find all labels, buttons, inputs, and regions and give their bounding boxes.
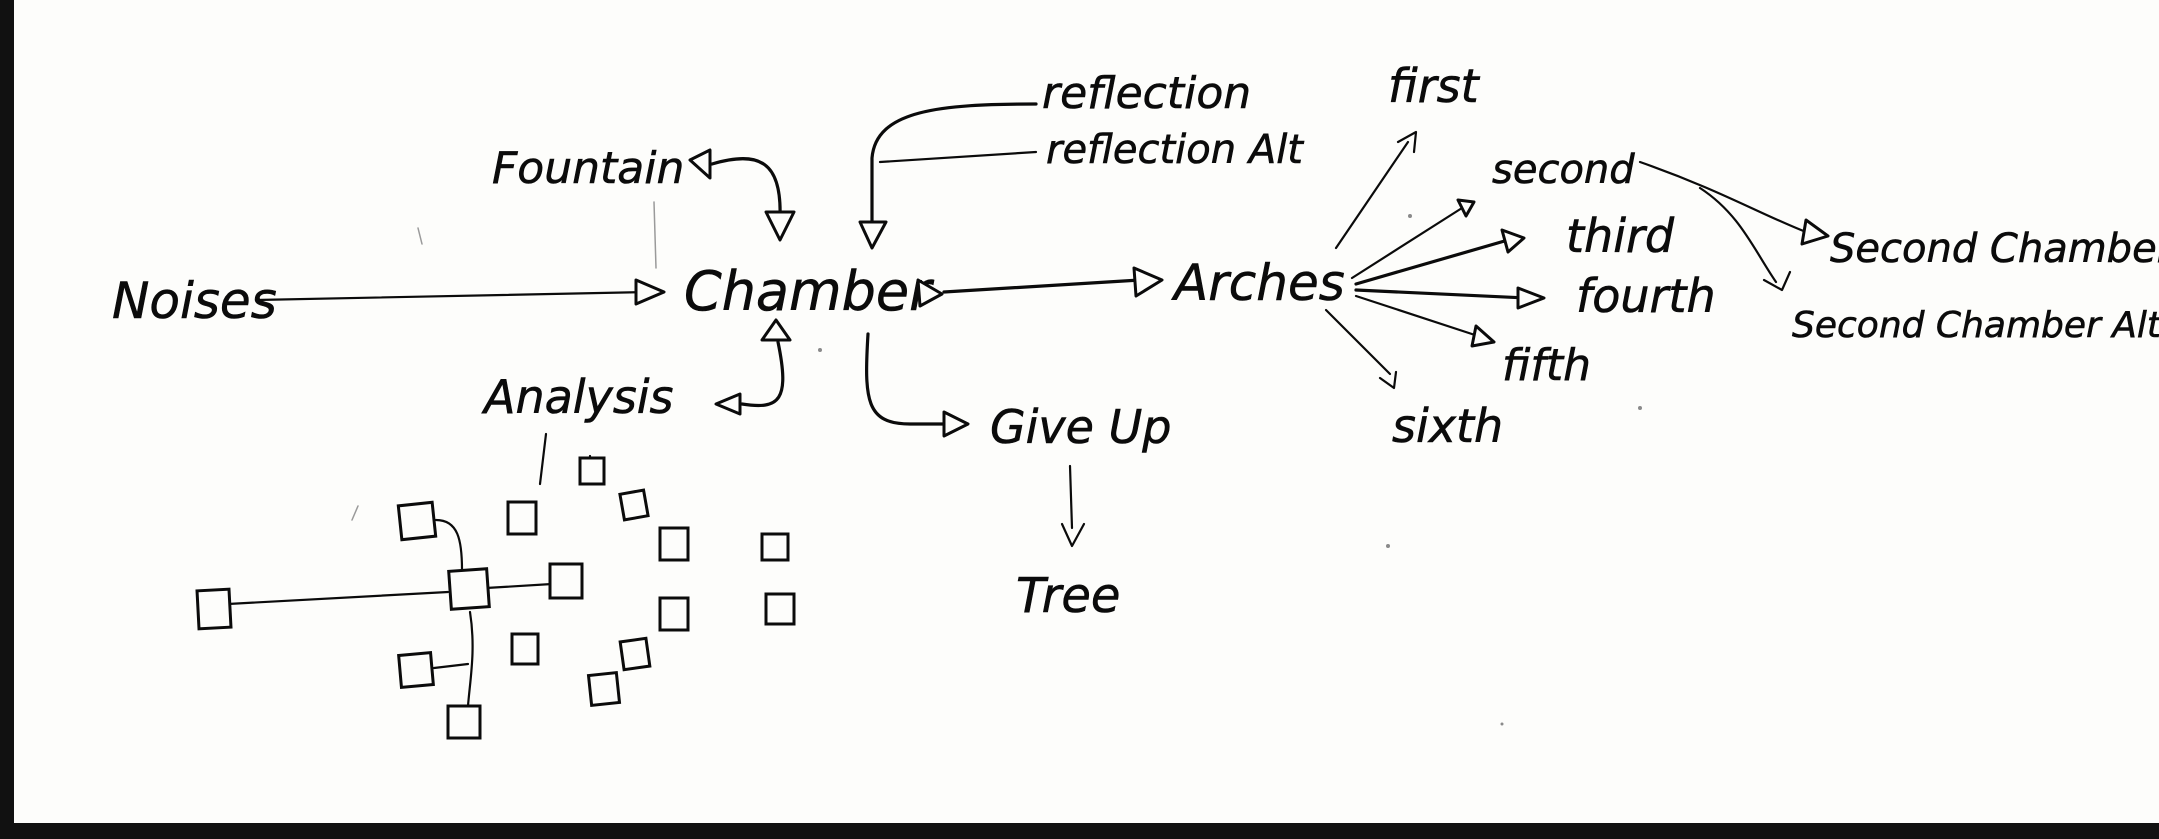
graph-node-far-right-bottom xyxy=(764,592,796,626)
graph-edge-down xyxy=(466,610,474,708)
arrow-analysis-chamber xyxy=(714,318,792,416)
label-sixth: sixth xyxy=(1392,399,1503,453)
bottom-edge xyxy=(0,823,2159,839)
label-arches: Arches xyxy=(1171,254,1345,312)
graph-node-lower-left xyxy=(397,651,435,689)
arrow-arches-first xyxy=(1334,130,1418,250)
label-third: third xyxy=(1566,209,1675,263)
arrow-arches-fifth xyxy=(1354,294,1496,348)
stray-marks xyxy=(351,214,1642,726)
arrow-arches-sixth xyxy=(1324,308,1398,390)
label-chamber: Chamber xyxy=(684,260,934,323)
label-fourth: fourth xyxy=(1576,269,1716,323)
arrow-arches-fourth xyxy=(1354,286,1546,310)
label-fifth: fifth xyxy=(1502,340,1591,391)
label-second-chamber: Second Chamber xyxy=(1830,226,2159,272)
graph-node-bottom xyxy=(446,704,482,740)
arrow-chamber-arches xyxy=(916,266,1164,308)
label-first: first xyxy=(1388,59,1481,113)
graph-edge-analysis xyxy=(538,432,548,486)
arrow-fountain-chamber xyxy=(688,148,796,242)
graph-node-far-right-top xyxy=(760,532,790,562)
label-reflection-alt: reflection Alt xyxy=(1046,127,1304,173)
graph-node-lower-right-a xyxy=(658,596,690,632)
box-graph-sketch xyxy=(195,432,796,740)
label-second: second xyxy=(1492,147,1635,193)
graph-edge-lower-left xyxy=(432,662,470,670)
graph-node-lower-right-c xyxy=(586,670,622,708)
graph-edge-left xyxy=(226,590,450,606)
arrow-noises-chamber xyxy=(254,278,666,306)
graph-node-top-right xyxy=(618,488,650,522)
arrow-arches-second xyxy=(1350,198,1476,280)
arrow-second-secondchamber xyxy=(1638,160,1830,292)
graph-node-upper-mid xyxy=(506,500,538,536)
arrow-arches-third xyxy=(1354,228,1526,286)
graph-edge-top xyxy=(434,518,464,572)
arrow-giveup-tree xyxy=(1060,464,1086,548)
faint-line-fountain xyxy=(653,201,657,269)
paper-sheet xyxy=(14,0,2159,823)
graph-node-top xyxy=(578,456,606,486)
label-second-chamber-alt: Second Chamber Alt xyxy=(1792,305,2159,346)
label-noises: Noises xyxy=(112,272,277,330)
label-tree: Tree xyxy=(1016,568,1120,624)
label-give-up: Give Up xyxy=(990,400,1171,454)
graph-node-upper-left xyxy=(396,500,438,542)
graph-node-lower-mid xyxy=(510,632,540,666)
graph-node-mid-right xyxy=(658,526,690,562)
graph-node-lower-right-b xyxy=(618,636,652,672)
graph-node-far-left xyxy=(195,587,233,631)
graph-node-right xyxy=(548,562,584,600)
graph-node-center xyxy=(447,567,491,611)
arrow-chamber-giveup xyxy=(865,332,970,438)
graph-edge-right xyxy=(484,582,554,590)
label-reflection: reflection xyxy=(1042,68,1251,119)
label-fountain: Fountain xyxy=(492,143,684,194)
arrow-reflection-chamber xyxy=(858,102,1038,250)
label-analysis: Analysis xyxy=(481,370,674,424)
